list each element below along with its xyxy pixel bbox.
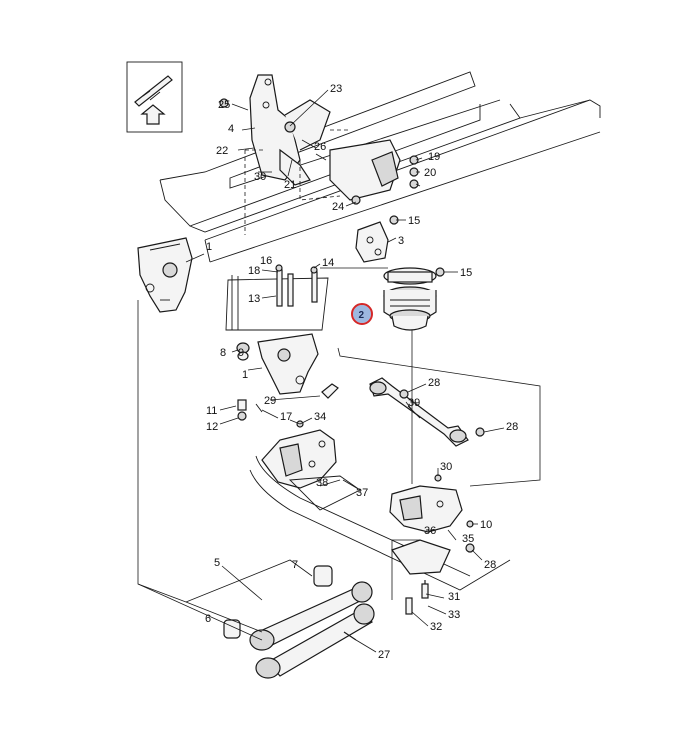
label-1a: 1 xyxy=(206,241,212,253)
label-9: 9 xyxy=(238,347,244,359)
label-24: 24 xyxy=(332,201,344,213)
frame-bracket xyxy=(355,215,399,263)
label-35: 35 xyxy=(462,533,474,545)
label-25: 25 xyxy=(218,99,230,111)
label-20: 20 xyxy=(424,167,436,179)
axle-housing xyxy=(249,455,511,591)
label-38: 38 xyxy=(316,477,328,489)
label-1b: 1 xyxy=(242,369,248,381)
label-22: 22 xyxy=(216,145,228,157)
label-16: 16 xyxy=(260,255,272,267)
label-28a: 28 xyxy=(428,377,440,389)
highlighted-callout[interactable]: 2 xyxy=(351,303,373,325)
torque-rod xyxy=(369,377,485,447)
label-11: 11 xyxy=(206,405,217,417)
label-28b: 28 xyxy=(506,421,518,433)
label-2: 2 xyxy=(359,310,365,321)
label-4: 4 xyxy=(228,123,234,135)
label-15a: 15 xyxy=(408,215,420,227)
label-34: 34 xyxy=(314,411,326,423)
air-spring xyxy=(383,267,445,331)
rear-spring-hanger xyxy=(236,333,339,421)
label-39: 39 xyxy=(408,397,420,409)
label-36: 36 xyxy=(424,525,436,537)
mounting-reference-lines xyxy=(244,129,350,235)
label-19: 19 xyxy=(428,151,440,163)
label-32: 32 xyxy=(430,621,442,633)
label-12: 12 xyxy=(206,421,218,433)
label-30b: 30 xyxy=(440,461,452,473)
axle-seat-bracket xyxy=(261,420,361,511)
label-33: 33 xyxy=(448,609,460,621)
lower-control-links xyxy=(223,565,375,679)
callout-leader-lines xyxy=(137,89,541,653)
front-spring-hanger xyxy=(137,237,193,313)
label-37: 37 xyxy=(356,487,368,499)
label-17: 17 xyxy=(280,411,292,423)
label-23: 23 xyxy=(330,83,342,95)
label-3: 3 xyxy=(398,235,404,247)
label-31: 31 xyxy=(448,591,460,603)
label-6: 6 xyxy=(205,613,211,625)
front-direction-arrow-icon xyxy=(126,61,183,133)
label-28c: 28 xyxy=(484,559,496,571)
label-15b: 15 xyxy=(460,267,472,279)
upper-frame-bracket xyxy=(219,74,419,205)
label-29: 29 xyxy=(264,395,276,407)
label-26: 26 xyxy=(314,141,326,153)
label-7: 7 xyxy=(292,559,298,571)
label-5: 5 xyxy=(214,557,220,569)
label-18: 18 xyxy=(248,265,260,277)
label-8: 8 xyxy=(220,347,226,359)
part-number-labels: 1 1 3 4 5 6 7 8 9 10 11 12 13 14 15 15 1… xyxy=(205,83,518,661)
label-14: 14 xyxy=(322,257,334,269)
label-21: 21 xyxy=(284,179,296,191)
label-27: 27 xyxy=(378,649,390,661)
label-30a: 30 xyxy=(254,171,266,183)
label-13: 13 xyxy=(248,293,260,305)
label-10: 10 xyxy=(480,519,492,531)
mounting-plate xyxy=(225,264,329,331)
